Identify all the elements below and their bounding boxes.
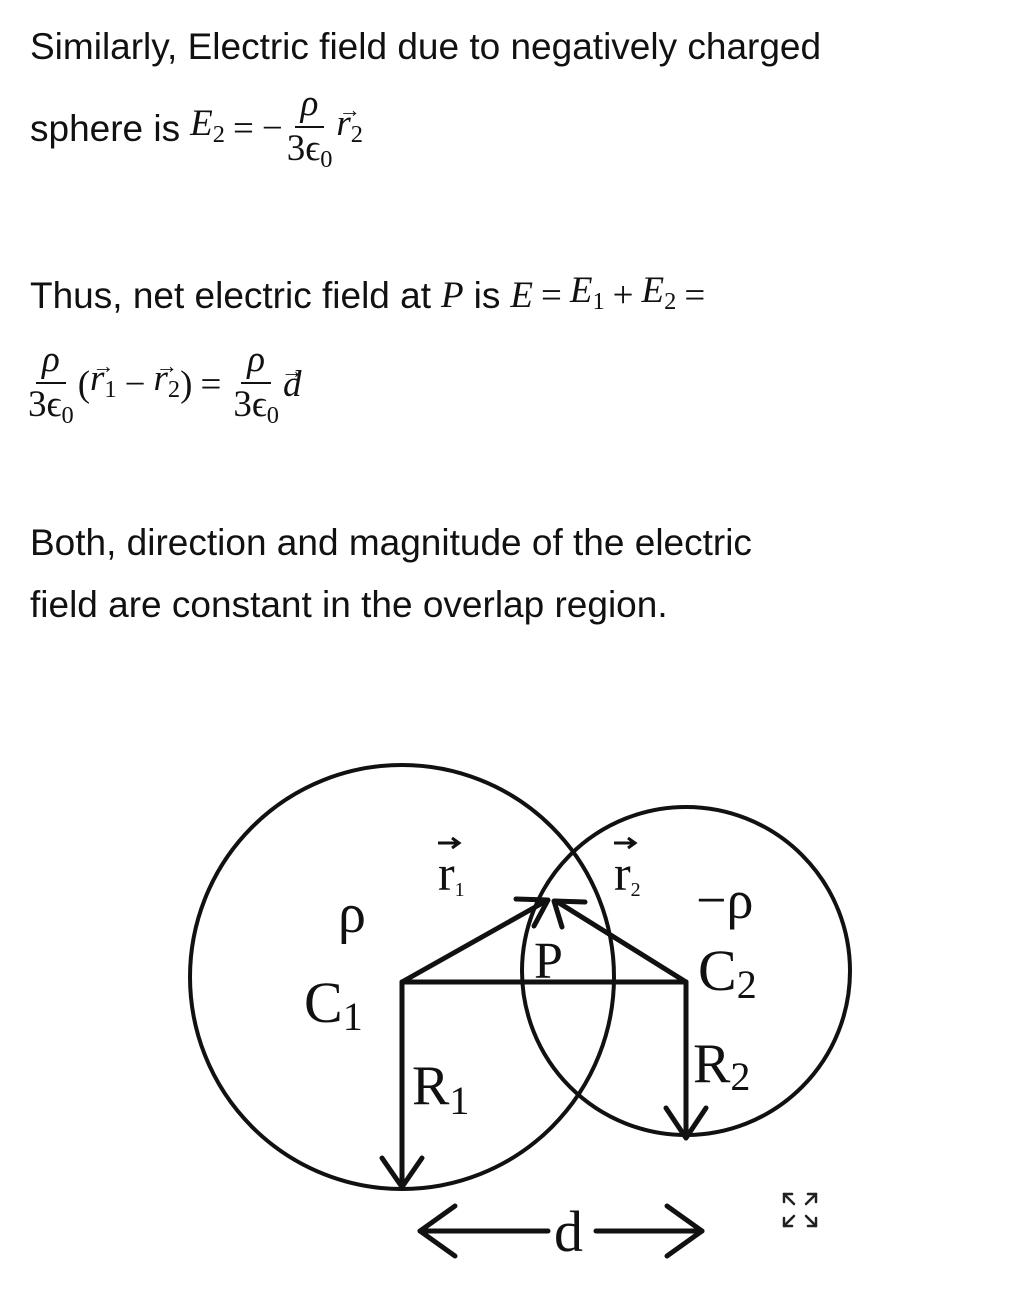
arrowhead-d-right [664,1203,705,1259]
label-neg-rho: −ρ [696,870,753,930]
label-d: d [554,1199,583,1264]
label-c2: C2 [698,938,757,1007]
text-line: field are constant in the overlap region… [30,584,668,625]
text-line: Similarly, Electric field due to negativ… [30,26,822,67]
arrowhead-radius-r1 [379,1155,425,1190]
symbol-e1: E1 [569,270,605,315]
symbol-plus: + [612,275,634,317]
paragraph-net-field: Thus, net electric field at P is E = E1 … [28,260,713,433]
fraction-numerator: ρ [35,340,66,385]
fraction-denominator: 3ϵ0 [28,384,74,429]
vector-r2: r2 [336,93,363,166]
paragraph-conclusion: Both, direction and magnitude of the ele… [30,512,752,636]
arrowhead-d-left [417,1203,458,1259]
vector-r2: r2 [154,348,181,421]
label-p: P [534,933,563,990]
symbol-equals: = [232,108,254,149]
fraction-numerator: ρ [241,340,272,385]
equation-net-field-line2: ρ 3ϵ0 ( r1 − r2 ) = ρ 3ϵ0 d [24,337,713,433]
vector-arrowhead-r2-glyph [627,836,638,850]
text-prefix: sphere is [30,108,181,149]
fraction-numerator: ρ [294,84,325,129]
arrowhead-r2 [551,898,588,930]
vector-arrowhead-r1-glyph [451,836,462,850]
fraction-denominator: 3ϵ0 [233,384,279,429]
label-r2: R2 [693,1033,750,1099]
symbol-equals-2: = [684,275,706,317]
label-vector-r1: r1 [438,845,465,901]
symbol-equals: = [540,275,562,317]
vector-r1: r1 [90,348,117,421]
label-rho: ρ [338,883,366,945]
symbol-e: E [510,275,533,317]
symbol-e: E2 [190,102,225,148]
arrowhead-radius-r2 [663,1105,709,1141]
expand-icon[interactable] [780,1190,820,1230]
arrow-r1-vector [399,898,549,985]
equation-net-field-line1: Thus, net electric field at P is E = E1 … [30,260,713,333]
symbol-e2: E2 [641,270,677,315]
overlapping-spheres-diagram: ρ −ρ C1 C2 R1 R2 r1 r2 P d [188,763,852,1264]
symbol-equals: = [200,363,222,405]
label-c1: C1 [304,970,363,1039]
paren-right: ) [180,363,193,405]
fraction-rho-over-3eps0-2: ρ 3ϵ0 [233,340,279,429]
symbol-minus: − [124,363,146,405]
label-vector-r2: r2 [614,845,641,901]
paragraph-negative-sphere-field: Similarly, Electric field due to negativ… [30,16,821,174]
paren-left: ( [77,363,91,405]
symbol-p: P [441,275,464,317]
text-prefix: Thus, net electric field at [30,275,432,317]
text-line: Both, direction and magnitude of the ele… [30,522,752,563]
label-r1: R1 [412,1055,469,1123]
fraction-denominator: 3ϵ0 [286,128,333,174]
fraction-rho-over-3eps0: ρ 3ϵ0 [28,340,74,429]
expand-icon-glyph [782,1192,818,1228]
arrowhead-r1 [513,896,551,929]
text-is: is [473,275,501,317]
equation-e2-line: sphere is E2 = − ρ 3ϵ0 r2 [30,84,821,174]
vector-d: d [283,354,302,416]
fraction-rho-over-3eps0: ρ 3ϵ0 [286,84,333,174]
arrow-r2-vector [553,898,689,985]
symbol-minus: − [261,108,283,149]
